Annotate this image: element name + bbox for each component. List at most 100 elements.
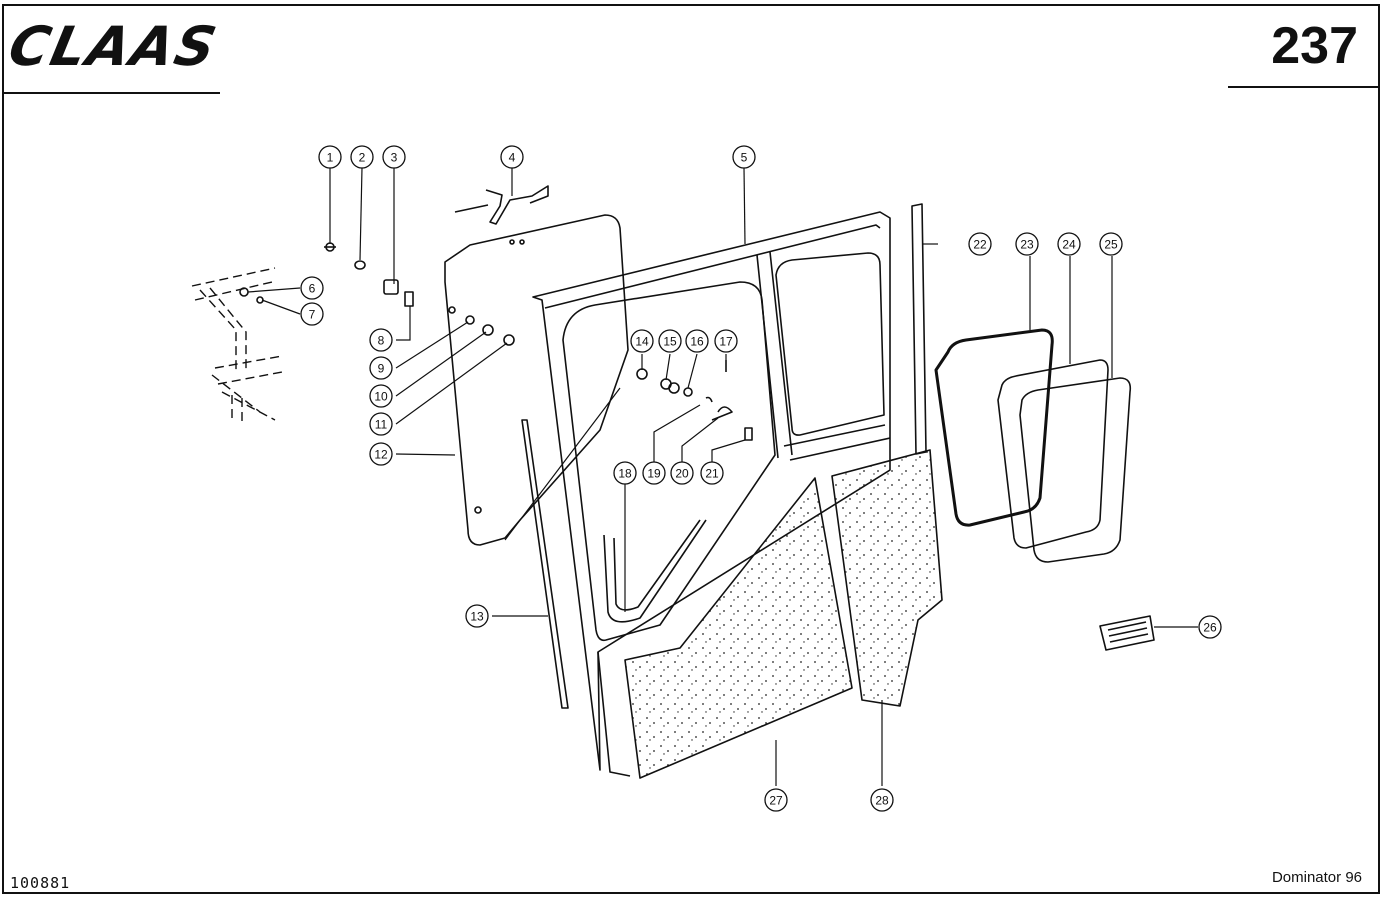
callout-circle bbox=[732, 145, 756, 169]
callout-9: 9 bbox=[369, 356, 393, 380]
callout-circle bbox=[1057, 232, 1081, 256]
callout-14: 14 bbox=[630, 329, 654, 353]
callout-number: 22 bbox=[973, 238, 987, 252]
part-window-seal bbox=[934, 328, 1054, 527]
part-window-glass-inner bbox=[1019, 377, 1132, 563]
callout-circle bbox=[369, 442, 393, 466]
callout-number: 24 bbox=[1062, 238, 1076, 252]
callout-number: 25 bbox=[1104, 238, 1118, 252]
callout-number: 4 bbox=[509, 151, 516, 165]
part-seal-strip-left bbox=[521, 419, 569, 709]
callout-number: 5 bbox=[741, 151, 748, 165]
callout-circle bbox=[465, 604, 489, 628]
leader-lines bbox=[247, 167, 1198, 786]
callout-number: 16 bbox=[690, 335, 704, 349]
callout-circle bbox=[1015, 232, 1039, 256]
part-door-handle bbox=[454, 185, 549, 225]
callout-23: 23 bbox=[1015, 232, 1039, 256]
callout-circle bbox=[369, 384, 393, 408]
callout-4: 4 bbox=[500, 145, 524, 169]
cab-frame-reference bbox=[191, 267, 283, 422]
callout-circle bbox=[382, 145, 406, 169]
callout-18: 18 bbox=[613, 461, 637, 485]
part-window-glass-outer bbox=[997, 359, 1109, 549]
callout-2: 2 bbox=[350, 145, 374, 169]
page-number: 237 bbox=[1271, 17, 1358, 75]
machine-model: Dominator 96 bbox=[1271, 869, 1362, 886]
callout-number: 8 bbox=[378, 334, 385, 348]
callout-number: 27 bbox=[769, 794, 783, 808]
callout-26: 26 bbox=[1198, 615, 1222, 639]
callout-15: 15 bbox=[658, 329, 682, 353]
callout-circle bbox=[300, 276, 324, 300]
part-seal-strip-right bbox=[911, 203, 927, 455]
callout-11: 11 bbox=[369, 412, 393, 436]
callout-number: 17 bbox=[719, 335, 733, 349]
callout-circle bbox=[369, 356, 393, 380]
callout-number: 18 bbox=[618, 467, 632, 481]
callout-21: 21 bbox=[700, 461, 724, 485]
callout-1: 1 bbox=[318, 145, 342, 169]
callout-13: 13 bbox=[465, 604, 489, 628]
callout-22: 22 bbox=[968, 232, 992, 256]
part-foam-panel-lower bbox=[624, 477, 853, 779]
callout-number: 11 bbox=[375, 418, 388, 432]
callout-27: 27 bbox=[764, 788, 788, 812]
callout-3: 3 bbox=[382, 145, 406, 169]
callout-circle bbox=[613, 461, 637, 485]
callout-circle bbox=[685, 329, 709, 353]
callout-circle bbox=[658, 329, 682, 353]
callout-24: 24 bbox=[1057, 232, 1081, 256]
document-id: 100881 bbox=[10, 874, 71, 892]
callout-19: 19 bbox=[642, 461, 666, 485]
callout-number: 19 bbox=[647, 467, 661, 481]
callout-circle bbox=[318, 145, 342, 169]
callout-circle bbox=[350, 145, 374, 169]
callout-6: 6 bbox=[300, 276, 324, 300]
callout-circle bbox=[764, 788, 788, 812]
callout-number: 28 bbox=[875, 794, 889, 808]
callout-number: 14 bbox=[635, 335, 649, 349]
callout-number: 2 bbox=[359, 151, 366, 165]
callout-16: 16 bbox=[685, 329, 709, 353]
callout-number: 1 bbox=[327, 151, 334, 165]
callout-25: 25 bbox=[1099, 232, 1123, 256]
callout-number: 23 bbox=[1020, 238, 1034, 252]
callout-circle bbox=[870, 788, 894, 812]
callout-circle bbox=[968, 232, 992, 256]
callout-12: 12 bbox=[369, 442, 393, 466]
callout-circle bbox=[642, 461, 666, 485]
callout-20: 20 bbox=[670, 461, 694, 485]
callout-circle bbox=[670, 461, 694, 485]
part-vent-grille bbox=[1099, 615, 1155, 651]
callout-circle bbox=[700, 461, 724, 485]
part-door-glass bbox=[444, 214, 629, 546]
callout-number: 6 bbox=[309, 282, 316, 296]
callout-circle bbox=[714, 329, 738, 353]
page-number-underline bbox=[1228, 86, 1380, 88]
callout-circle bbox=[1099, 232, 1123, 256]
callout-number: 10 bbox=[374, 390, 388, 404]
callout-circle bbox=[630, 329, 654, 353]
callout-10: 10 bbox=[369, 384, 393, 408]
callout-5: 5 bbox=[732, 145, 756, 169]
callout-number: 9 bbox=[378, 362, 385, 376]
callout-number: 21 bbox=[705, 467, 719, 481]
callout-7: 7 bbox=[300, 302, 324, 326]
callout-number: 26 bbox=[1203, 621, 1217, 635]
callout-17: 17 bbox=[714, 329, 738, 353]
callout-number: 20 bbox=[675, 467, 689, 481]
callout-number: 15 bbox=[663, 335, 677, 349]
callout-circle bbox=[1198, 615, 1222, 639]
callout-circle bbox=[500, 145, 524, 169]
callout-8: 8 bbox=[369, 328, 393, 352]
callout-number: 3 bbox=[391, 151, 398, 165]
logo-underline bbox=[2, 92, 220, 94]
part-door-frame bbox=[532, 211, 891, 777]
callout-number: 13 bbox=[470, 610, 484, 624]
callout-28: 28 bbox=[870, 788, 894, 812]
part-foam-panel-right bbox=[831, 449, 943, 707]
callout-circle bbox=[369, 328, 393, 352]
